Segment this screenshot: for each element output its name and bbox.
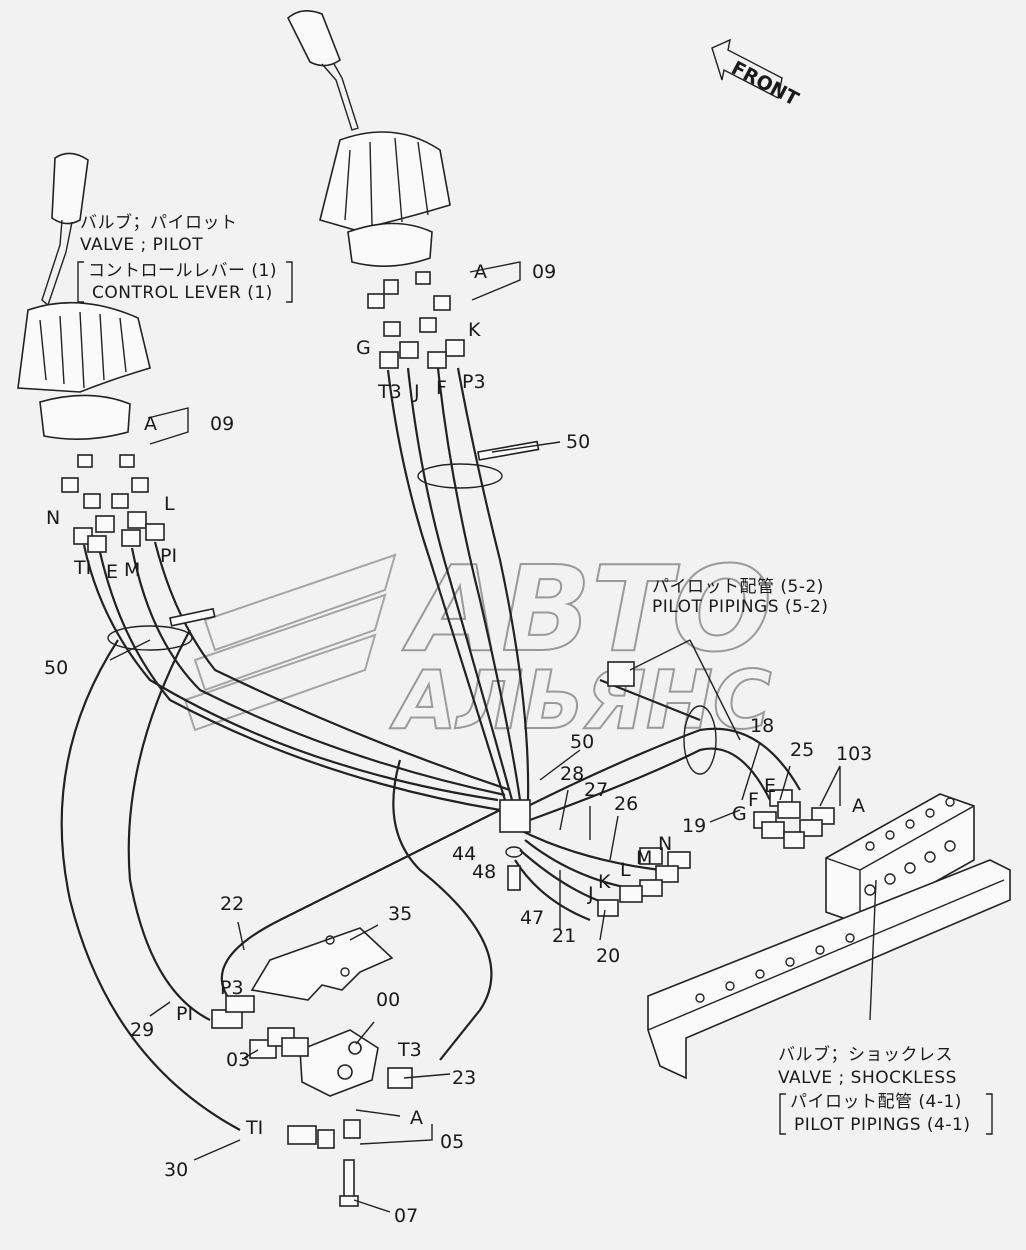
callout-30: 30 [164,1159,188,1181]
callout-t3: T3 [377,381,402,403]
callout-103: 103 [836,743,872,765]
shockless-valve [825,793,975,925]
mounting-bracket [647,859,1011,1080]
callout-09: 09 [210,413,234,435]
callout-00: 00 [376,989,400,1011]
callout-a: A [852,795,865,817]
callout-t3: T3 [397,1039,422,1061]
left-lever-fittings [61,454,165,553]
valve-shockless-jp: バルブ；ショックレス [778,1044,953,1065]
pilot-valve-assembly [211,927,413,1207]
callout-50: 50 [570,731,594,753]
clamps [107,440,717,833]
callout-l: L [620,859,631,881]
callout-a: A [474,261,487,283]
caption-bracket-right [986,1093,993,1135]
front-label: FRONT [728,57,802,111]
control-lever-jp: コントロールレバー (1) [88,261,277,281]
callout-e: E [106,561,118,583]
callout-g: G [732,803,747,825]
callout-j: J [587,883,594,905]
callout-09: 09 [532,261,556,283]
caption-bracket-right [286,261,293,303]
callout-p3: P3 [462,371,486,393]
valve-shockless-en: VALVE ; SHOCKLESS [778,1068,957,1088]
callout-a: A [410,1107,423,1129]
leader-lines [109,261,877,1213]
right-control-lever [287,10,451,267]
pilot-pipings-52-en: PILOT PIPINGS (5-2) [652,597,828,617]
watermark-text-bottom: АЛЬЯНС [389,654,772,747]
callout-n: N [46,507,60,529]
callout-f: F [748,789,759,811]
callout-19: 19 [682,815,706,837]
callout-50: 50 [566,431,590,453]
callout-pi: PI [160,545,177,567]
callout-k: K [598,871,611,893]
callouts: A 09 G K T3 J F P3 50 A 09 N L TI E M PI… [44,261,872,1227]
pilot-pipings-41-en: PILOT PIPINGS (4-1) [794,1115,970,1135]
watermark-logo-icon [183,553,397,732]
callout-18: 18 [750,715,774,737]
caption-bracket-left [779,1093,786,1135]
caption-valve-shockless: バルブ；ショックレス VALVE ; SHOCKLESS パイロット配管 (4-… [778,1044,993,1135]
callout-m: M [124,559,140,581]
callout-e: E [764,775,776,797]
callout-29: 29 [130,1019,154,1041]
callout-07: 07 [394,1205,418,1227]
callout-21: 21 [552,925,576,947]
callout-20: 20 [596,945,620,967]
caption-pilot-pipings-52: パイロット配管 (5-2) PILOT PIPINGS (5-2) [652,577,828,617]
shockless-fittings [597,789,835,917]
valve-pilot-en: VALVE ; PILOT [80,235,203,255]
callout-g: G [356,337,371,359]
callout-26: 26 [614,793,638,815]
callout-l: L [164,493,175,515]
caption-valve-pilot: バルブ；パイロット VALVE ; PILOT コントロールレバー (1) CO… [77,212,293,303]
callout-28: 28 [560,763,584,785]
callout-05: 05 [440,1131,464,1153]
callout-47: 47 [520,907,544,929]
pilot-pipings-52-jp: パイロット配管 (5-2) [652,577,824,597]
callout-35: 35 [388,903,412,925]
callout-k: K [468,319,481,341]
callout-p3: P3 [220,977,244,999]
fastener-parts [505,846,523,891]
callout-22: 22 [220,893,244,915]
valve-pilot-jp: バルブ；パイロット [80,212,238,233]
callout-j: J [413,381,420,403]
callout-50: 50 [44,657,68,679]
callout-23: 23 [452,1067,476,1089]
callout-n: N [658,833,672,855]
callout-03: 03 [226,1049,250,1071]
callout-a: A [144,413,157,435]
callout-25: 25 [790,739,814,761]
left-control-lever [17,152,151,440]
front-arrow-icon: FRONT [711,38,802,111]
caption-bracket-left [77,261,84,303]
callout-ti: TI [73,557,91,579]
callout-48: 48 [472,861,496,883]
callout-ti: TI [245,1117,263,1139]
callout-pi: PI [176,1003,193,1025]
watermark-text-top: АВТО [402,540,772,678]
callout-27: 27 [584,779,608,801]
callout-f: F [436,377,447,399]
pilot-pipings-41-jp: パイロット配管 (4-1) [790,1092,962,1112]
hoses [60,367,801,1131]
control-lever-en: CONTROL LEVER (1) [92,283,273,303]
watermark: АВТО АЛЬЯНС [183,539,773,748]
callout-44: 44 [452,843,476,865]
right-lever-fittings [367,271,465,369]
callout-m: M [636,847,652,869]
